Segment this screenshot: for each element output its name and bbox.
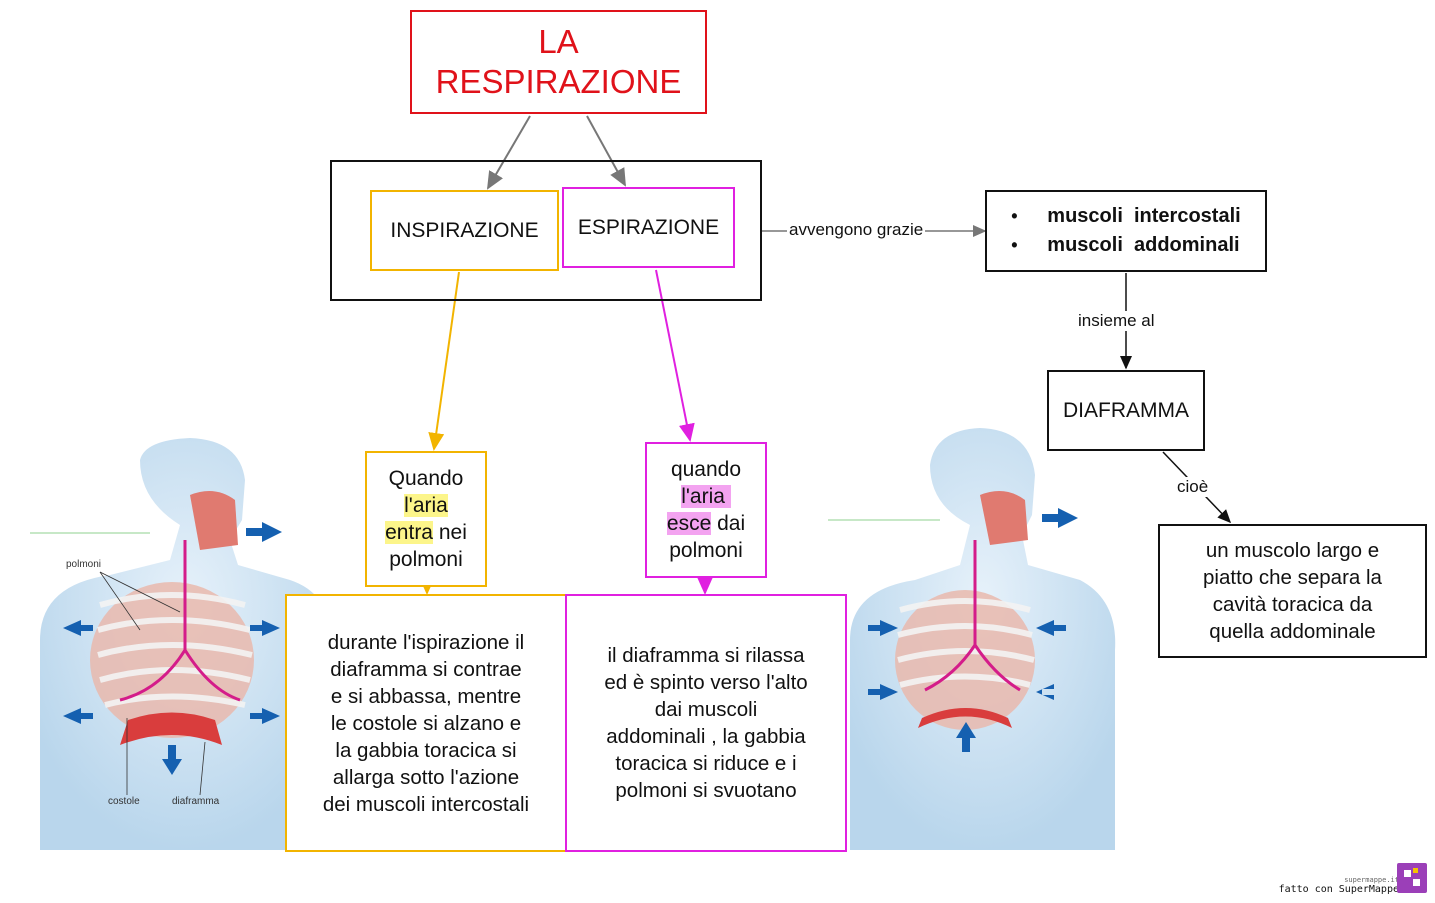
expiration-node: ESPIRAZIONE	[562, 187, 735, 268]
muscle-intercostal: muscoli intercostali	[1047, 205, 1241, 227]
desc-line: allarga sotto l'azione	[332, 765, 520, 789]
inspiration-node: INSPIRAZIONE	[370, 190, 559, 271]
air-out-arrow-icon	[1042, 508, 1078, 528]
expiration-desc-node: il diaframma si rilassa ed è spinto vers…	[565, 594, 847, 852]
desc-line: polmoni si svuotano	[615, 779, 797, 802]
definition-line: cavità toracica da	[1212, 593, 1373, 616]
supermappe-logo-icon	[1397, 863, 1427, 893]
edge-label-together: insieme al	[1076, 311, 1157, 331]
edge-label-that-is: cioè	[1175, 477, 1211, 497]
desc-line: diaframma si contrae	[330, 657, 522, 681]
when-preposition: nei	[433, 521, 467, 544]
desc-line: il diaframma si rilassa	[607, 644, 805, 667]
diaphragm-node: DIAFRAMMA	[1047, 370, 1205, 451]
desc-line: toracica si riduce e i	[615, 752, 797, 775]
list-item: • muscoli addominali	[1011, 231, 1240, 260]
definition-line: piatto che separa la	[1203, 566, 1382, 589]
definition-line: quella addominale	[1209, 620, 1376, 643]
expiration-label: ESPIRAZIONE	[577, 215, 720, 239]
expiration-to-when-arrow	[655, 269, 695, 442]
contract-right-arrow-icon	[1036, 620, 1066, 636]
credit: supermappe.it fatto con SuperMappe	[1279, 876, 1399, 895]
expand-right-arrow-icon	[250, 620, 280, 636]
contract-left-arrow-icon	[868, 620, 898, 636]
contract-left-arrow-icon	[868, 684, 898, 700]
air-in-arrow-icon	[246, 522, 282, 542]
inspiration-desc-node: durante l'ispirazione il diaframma si co…	[285, 594, 567, 852]
when-word: Quando	[388, 467, 464, 490]
diaphragm-label: DIAFRAMMA	[1063, 398, 1189, 422]
contract-right-arrow-icon	[1036, 684, 1054, 700]
expand-left-arrow-icon	[63, 708, 93, 724]
diaphragm-up-arrow-icon	[956, 722, 976, 752]
inspiration-label: INSPIRAZIONE	[390, 218, 539, 242]
when-lungs: polmoni	[669, 539, 743, 562]
desc-line: le costole si alzano e	[330, 711, 522, 735]
when-preposition: dai	[711, 512, 746, 535]
when-word: quando	[670, 458, 742, 481]
desc-line: e si abbassa, mentre	[330, 684, 522, 708]
desc-line: ed è spinto verso l'alto	[604, 671, 808, 694]
inspiration-to-when-arrow	[428, 271, 460, 451]
title-line-1: LA	[538, 23, 579, 60]
credit-site: supermappe.it	[1344, 876, 1399, 884]
title-to-inspiration-arrow	[486, 115, 531, 190]
expand-right-arrow-icon	[250, 708, 280, 724]
credit-text: fatto con SuperMappe	[1278, 884, 1399, 895]
desc-line: addominali , la gabbia	[606, 725, 806, 748]
inspiration-illustration	[30, 438, 331, 850]
definition-line: un muscolo largo e	[1205, 539, 1380, 562]
desc-line: durante l'ispirazione il	[327, 630, 525, 654]
expand-left-arrow-icon	[63, 620, 93, 636]
definition-node: un muscolo largo e piatto che separa la …	[1158, 524, 1427, 658]
diaphragm-figure-label: diaframma	[172, 796, 220, 807]
bullet-icon: •	[1011, 235, 1018, 255]
expiration-when-node: quando l'aria esce dai polmoni	[645, 442, 767, 578]
inspiration-when-node: Quando l'aria entra nei polmoni	[365, 451, 487, 587]
ribs-label: costole	[108, 796, 140, 807]
diaphragm-down-arrow-icon	[162, 745, 182, 775]
list-item: • muscoli intercostali	[1011, 202, 1240, 231]
desc-line: dei muscoli intercostali	[322, 792, 530, 816]
highlight-enters: entra	[385, 521, 433, 544]
edge-label-thanks-to: avvengono grazie	[787, 220, 926, 240]
desc-line: dai muscoli	[654, 698, 758, 721]
when-lungs: polmoni	[389, 548, 463, 571]
muscle-abdominal: muscoli addominali	[1047, 234, 1240, 256]
phases-group	[330, 160, 762, 301]
muscles-node: • muscoli intercostali • muscoli addominal…	[985, 190, 1267, 272]
bullet-icon: •	[1011, 206, 1018, 226]
title-node: LA RESPIRAZIONE	[410, 10, 707, 114]
desc-line: la gabbia toracica si	[335, 738, 517, 762]
highlight-air: l'aria	[404, 494, 448, 517]
title-to-expiration-arrow	[586, 115, 626, 187]
title-line-2: RESPIRAZIONE	[435, 63, 682, 100]
muscles-list: • muscoli intercostali • muscoli addominal…	[1011, 202, 1240, 260]
highlight-air: l'aria	[681, 485, 731, 508]
lungs-label: polmoni	[66, 559, 102, 570]
highlight-exits: esce	[666, 512, 712, 535]
expiration-illustration	[828, 428, 1116, 850]
